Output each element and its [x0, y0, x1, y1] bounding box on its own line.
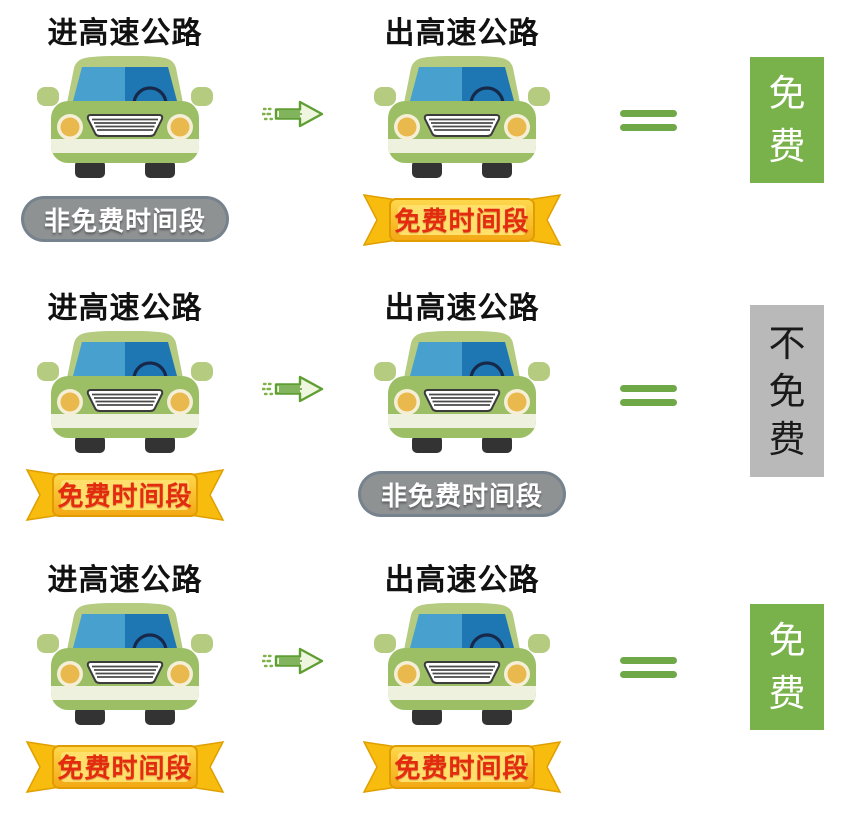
entry-badge-slot: 免费时间段: [13, 733, 237, 799]
entry-badge-slot: 非免费时间段: [13, 186, 237, 252]
exit-badge-slot: 非免费时间段: [350, 461, 574, 527]
result-badge-not-free: 不免费: [750, 305, 824, 477]
car-icon: [37, 603, 213, 725]
free-period-badge: 免费时间段: [25, 463, 225, 525]
entry-section: 进高速公路 免费时间段: [13, 557, 237, 799]
car-icon: [374, 56, 550, 178]
entry-highway-title: 进高速公路: [47, 292, 203, 325]
car-icon: [37, 331, 213, 453]
result-badge-free: 免费: [750, 57, 824, 183]
car-icon: [374, 331, 550, 453]
rule-row-1: 进高速公路 非免费时间段 出高速公路 免费时间段 免费: [0, 10, 864, 272]
speed-arrow-icon: [262, 373, 328, 405]
speed-arrow-icon: [262, 645, 328, 677]
badge-label: 免费时间段: [394, 752, 530, 783]
badge-label: 非免费时间段: [380, 480, 543, 511]
free-period-badge: 免费时间段: [25, 735, 225, 797]
non-free-period-badge: 非免费时间段: [358, 471, 566, 517]
exit-badge-slot: 免费时间段: [350, 733, 574, 799]
entry-badge-slot: 免费时间段: [13, 461, 237, 527]
exit-highway-title: 出高速公路: [384, 17, 540, 50]
badge-label: 非免费时间段: [43, 205, 206, 236]
non-free-period-badge: 非免费时间段: [21, 196, 229, 242]
entry-section: 进高速公路 免费时间段: [13, 285, 237, 527]
badge-label: 免费时间段: [57, 752, 193, 783]
badge-label: 免费时间段: [394, 205, 530, 236]
equals-icon: [620, 385, 677, 406]
free-period-badge: 免费时间段: [362, 188, 562, 250]
rule-row-3: 进高速公路 免费时间段 出高速公路 免费时间段 免费: [0, 557, 864, 819]
exit-section: 出高速公路 免费时间段: [350, 10, 574, 252]
exit-section: 出高速公路 免费时间段: [350, 557, 574, 799]
car-icon: [37, 56, 213, 178]
entry-highway-title: 进高速公路: [47, 564, 203, 597]
exit-highway-title: 出高速公路: [384, 564, 540, 597]
rule-row-2: 进高速公路 免费时间段 出高速公路 非免费时间段 不免费: [0, 285, 864, 547]
equals-icon: [620, 110, 677, 131]
entry-highway-title: 进高速公路: [47, 17, 203, 50]
free-period-badge: 免费时间段: [362, 735, 562, 797]
badge-label: 免费时间段: [57, 480, 193, 511]
result-badge-free: 免费: [750, 604, 824, 730]
exit-highway-title: 出高速公路: [384, 292, 540, 325]
exit-badge-slot: 免费时间段: [350, 186, 574, 252]
exit-section: 出高速公路 非免费时间段: [350, 285, 574, 527]
equals-icon: [620, 657, 677, 678]
entry-section: 进高速公路 非免费时间段: [13, 10, 237, 252]
car-icon: [374, 603, 550, 725]
speed-arrow-icon: [262, 98, 328, 130]
